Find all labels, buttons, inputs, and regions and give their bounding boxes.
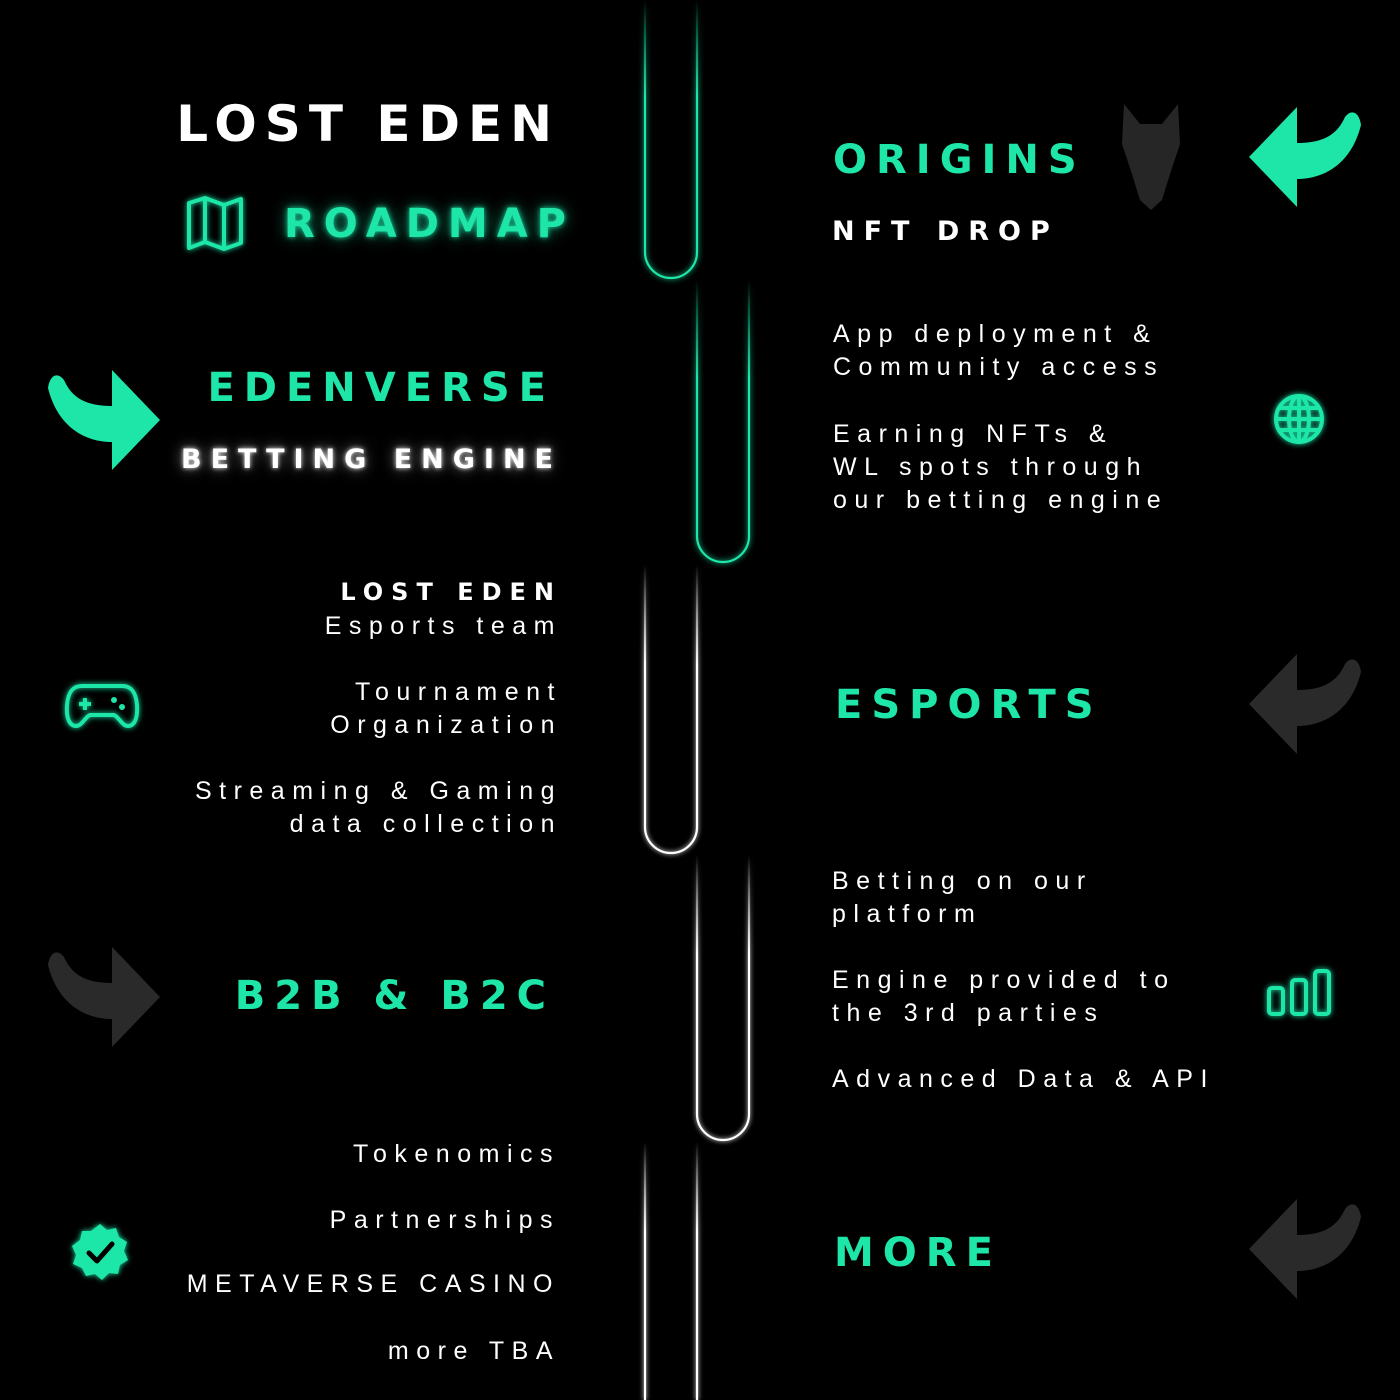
phase-origins-heading: ORIGINS	[833, 137, 1086, 183]
roadmap-title: ROADMAP	[284, 201, 575, 247]
timeline-segment-5	[643, 1142, 699, 1400]
b2b-item: Advanced Data & API	[832, 1065, 1215, 1093]
phase-b2b-heading: B2B & B2C	[234, 973, 555, 1019]
esports-item: Esports team	[324, 612, 562, 640]
esports-item: Streaming & Gaming data collection	[194, 777, 562, 838]
edenverse-item: Earning NFTs & WL spots through our bett…	[833, 420, 1169, 514]
more-item: METAVERSE CASINO	[186, 1270, 560, 1298]
arrow-right-icon	[48, 947, 160, 1047]
phase-edenverse-heading: EDENVERSE	[207, 365, 555, 411]
phase-origins-subheading: NFT DROP	[832, 216, 1059, 247]
gamepad-icon	[64, 684, 140, 728]
globe-icon	[1274, 394, 1324, 444]
arrow-left-icon	[1249, 1199, 1361, 1299]
timeline-segment-1	[643, 0, 699, 280]
bar-chart-icon	[1267, 969, 1331, 1016]
more-item: Partnerships	[329, 1206, 560, 1234]
phase-esports-heading: ESPORTS	[835, 682, 1103, 728]
timeline-segment-3	[643, 565, 699, 855]
brand-title: LOST EDEN	[176, 95, 560, 153]
timeline-segment-2	[695, 280, 751, 564]
phase-more-heading: MORE	[834, 1230, 1002, 1276]
arrow-right-icon	[48, 370, 160, 470]
arrow-left-icon	[1249, 107, 1361, 207]
esports-item: Tournament Organization	[330, 678, 562, 739]
esports-team-label: LOST EDEN	[340, 578, 562, 606]
more-item: more TBA	[387, 1337, 560, 1365]
arrow-left-icon	[1249, 654, 1361, 754]
timeline-segment-4	[695, 855, 751, 1142]
edenverse-item: App deployment & Community access	[833, 320, 1165, 381]
verified-badge-icon	[72, 1224, 128, 1280]
more-item: Tokenomics	[353, 1140, 560, 1168]
b2b-item: Engine provided to the 3rd parties	[832, 966, 1176, 1027]
phase-edenverse-subheading: BETTING ENGINE	[181, 444, 562, 475]
wolf-head-icon	[1122, 104, 1180, 210]
b2b-item: Betting on our platform	[832, 867, 1093, 928]
map-icon	[187, 196, 243, 251]
